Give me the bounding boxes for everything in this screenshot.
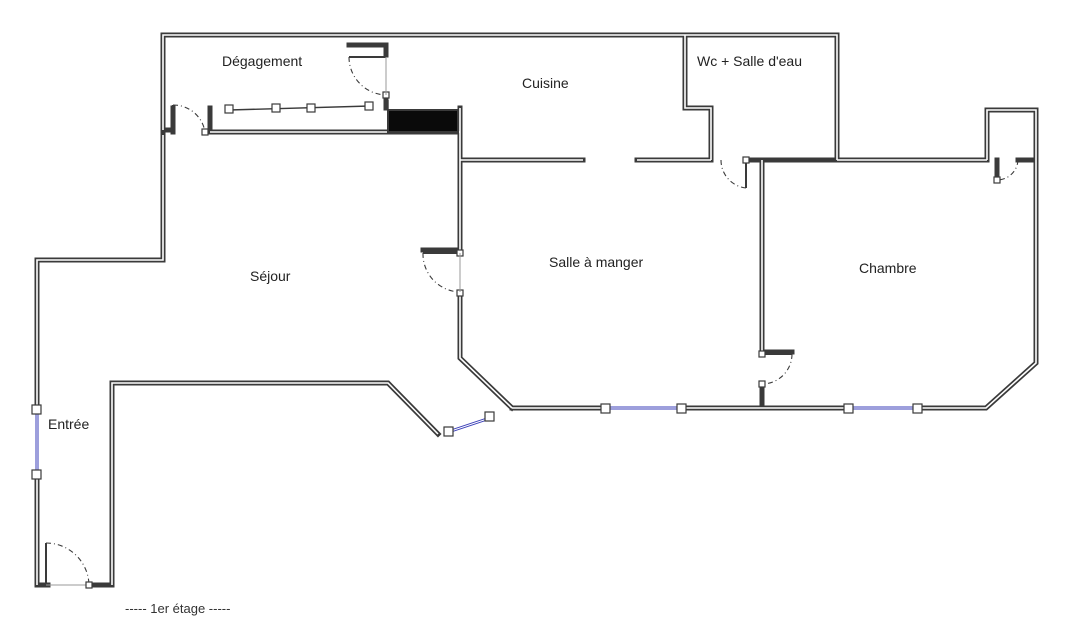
window-chambre — [843, 403, 923, 414]
room-label-cuisine: Cuisine — [522, 75, 569, 91]
door-sejour-salle — [422, 249, 464, 297]
room-label-wc: Wc + Salle d'eau — [697, 53, 802, 69]
room-label-sejour: Séjour — [250, 268, 291, 284]
room-label-salle-a-manger: Salle à manger — [549, 254, 644, 270]
storage-cabinet — [387, 109, 459, 133]
door-chambre-closet — [993, 159, 1019, 184]
door-wc — [720, 156, 750, 189]
wall-highlights — [36, 34, 1037, 585]
window-sejour — [443, 411, 495, 437]
room-label-entree: Entrée — [48, 416, 89, 432]
exterior-walls — [34, 32, 1039, 588]
closet-rail — [224, 100, 389, 132]
floor-caption: ----- 1er étage ----- — [125, 601, 230, 616]
door-entree — [45, 542, 93, 589]
window-entree — [31, 404, 42, 480]
door-degagement-left — [172, 104, 209, 136]
door-chambre — [758, 350, 793, 388]
door-degagement-cuisine — [348, 56, 390, 99]
room-label-chambre: Chambre — [859, 260, 917, 276]
interior-walls — [170, 32, 1039, 412]
room-label-degagement: Dégagement — [222, 53, 302, 69]
window-salle-a-manger — [600, 403, 687, 414]
